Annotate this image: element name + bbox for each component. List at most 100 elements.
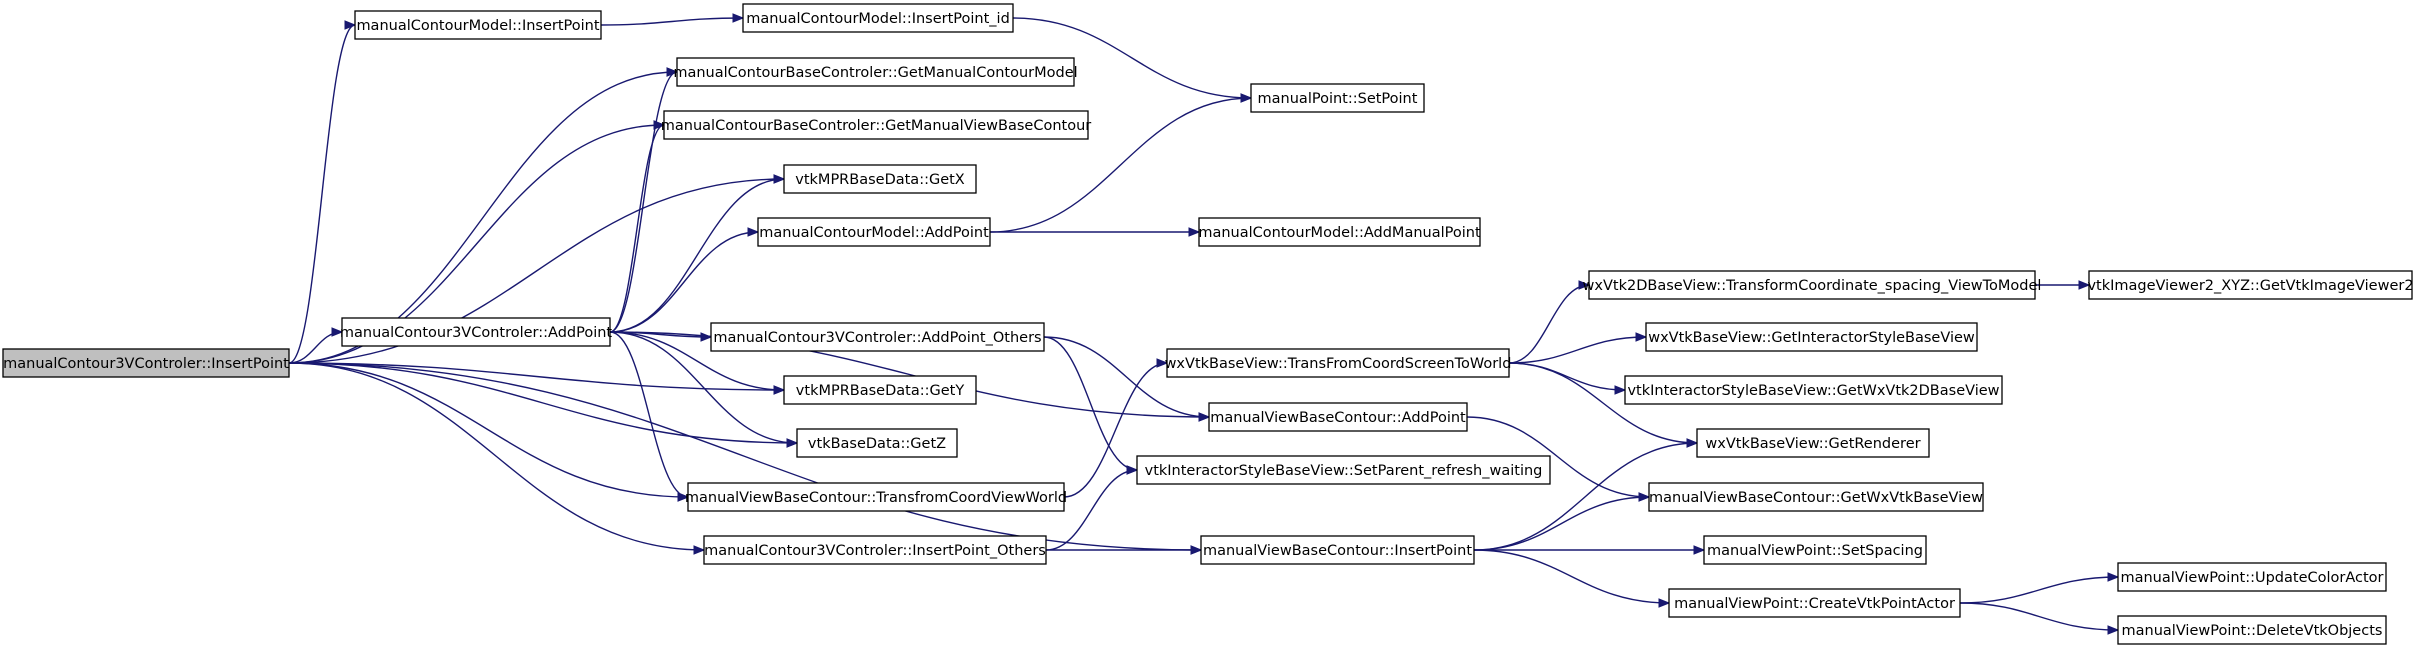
edge-arrowhead [344, 20, 357, 30]
edge-line [288, 178, 785, 364]
node-n24[interactable]: manualViewBaseContour::GetWxVtkBaseView [1648, 482, 1984, 512]
node-box[interactable] [710, 322, 1045, 352]
node-n14[interactable]: manualContour3VControler::InsertPoint_Ot… [703, 535, 1047, 565]
node-n7[interactable]: manualContourModel::AddPoint [757, 217, 991, 247]
edge-line [288, 24, 356, 364]
node-box[interactable] [2117, 615, 2387, 645]
node-n13[interactable]: manualViewBaseContour::TransfromCoordVie… [685, 482, 1067, 512]
node-n28[interactable]: manualViewPoint::DeleteVtkObjects [2117, 615, 2387, 645]
edge-arrowhead [1635, 332, 1648, 342]
node-n17[interactable]: vtkInteractorStyleBaseView::SetParent_re… [1136, 455, 1551, 485]
node-box[interactable] [1703, 535, 1927, 565]
node-n1[interactable]: manualContourModel::InsertPoint [354, 10, 602, 40]
node-box[interactable] [1136, 455, 1551, 485]
node-n21[interactable]: wxVtkBaseView::GetInteractorStyleBaseVie… [1645, 322, 1978, 352]
node-label: vtkMPRBaseData::GetX [795, 172, 965, 188]
edge-arrowhead [666, 67, 679, 77]
edge-arrowhead [2078, 280, 2091, 290]
node-n2[interactable]: manualContourModel::InsertPoint_id [742, 3, 1014, 33]
node-box[interactable] [783, 164, 977, 194]
edge-arrowhead [331, 327, 344, 337]
node-n25[interactable]: manualViewPoint::SetSpacing [1703, 535, 1927, 565]
node-label: vtkInteractorStyleBaseView::SetParent_re… [1145, 463, 1543, 479]
node-box[interactable] [663, 110, 1089, 140]
node-label: manualContourModel::AddPoint [759, 225, 989, 241]
edge-arrowhead [2107, 625, 2120, 635]
node-n8[interactable]: manualContourModel::AddManualPoint [1198, 217, 1481, 247]
node-box[interactable] [1668, 588, 1961, 618]
node-label: manualViewBaseContour::GetWxVtkBaseView [1649, 490, 1983, 506]
node-box[interactable] [687, 482, 1065, 512]
edge-root-to-n18 [288, 362, 1203, 555]
node-box[interactable] [676, 57, 1075, 87]
edge-n14-to-n18 [1045, 545, 1203, 555]
node-n22[interactable]: vtkInteractorStyleBaseView::GetWxVtk2DBa… [1624, 375, 2003, 405]
edge-line [1043, 336, 1210, 418]
node-n26[interactable]: manualViewPoint::CreateVtkPointActor [1668, 588, 1961, 618]
node-box[interactable] [1198, 217, 1481, 247]
edge-arrowhead [1686, 438, 1699, 448]
node-box[interactable] [742, 3, 1014, 33]
edge-line [1466, 416, 1650, 498]
edge-n18-to-n26 [1473, 549, 1671, 608]
node-box[interactable] [757, 217, 991, 247]
edge-arrowhead [1240, 93, 1253, 103]
edge-line [609, 178, 785, 333]
node-n23[interactable]: wxVtkBaseView::GetRenderer [1696, 428, 1930, 458]
edge-n15-to-n19 [1508, 280, 1591, 364]
edge-line [609, 124, 665, 333]
edge-n9-to-n13 [609, 331, 690, 502]
node-n18[interactable]: manualViewBaseContour::InsertPoint [1200, 535, 1475, 565]
edge-n26-to-n27 [1959, 572, 2120, 604]
node-n3[interactable]: manualPoint::SetPoint [1250, 83, 1425, 113]
edge-n9-to-n4 [609, 67, 679, 333]
node-label: manualContourBaseControler::GetManualVie… [661, 118, 1092, 134]
node-box[interactable] [354, 10, 602, 40]
edge-n18-to-n25 [1473, 545, 1706, 555]
edge-arrowhead [1190, 545, 1203, 555]
node-label: manualContourModel::AddManualPoint [1198, 225, 1481, 241]
node-box[interactable] [783, 375, 977, 405]
edge-n7-to-n3 [989, 93, 1253, 233]
node-n5[interactable]: manualContourBaseControler::GetManualVie… [661, 110, 1092, 140]
edge-arrowhead [773, 174, 786, 184]
node-box[interactable] [1624, 375, 2003, 405]
edge-root-to-n1 [288, 20, 357, 364]
node-n19[interactable]: wxVtk2DBaseView::TransformCoordinate_spa… [1583, 270, 2042, 300]
node-n9[interactable]: manualContour3VControler::AddPoint [340, 317, 613, 347]
node-n12[interactable]: vtkBaseData::GetZ [796, 428, 958, 458]
node-box[interactable] [2, 348, 290, 378]
edge-line [1959, 576, 2119, 604]
node-box[interactable] [1166, 348, 1510, 378]
node-n11[interactable]: vtkMPRBaseData::GetY [783, 375, 977, 405]
node-n20[interactable]: vtkImageViewer2_XYZ::GetVtkImageViewer2 [2087, 270, 2414, 300]
node-box[interactable] [703, 535, 1047, 565]
node-box[interactable] [2088, 270, 2413, 300]
node-n10[interactable]: manualContour3VControler::AddPoint_Other… [710, 322, 1045, 352]
node-n4[interactable]: manualContourBaseControler::GetManualCon… [673, 57, 1078, 87]
edge-n9-to-n6 [609, 174, 786, 333]
edge-root-to-n14 [288, 362, 706, 555]
node-box[interactable] [1250, 83, 1425, 113]
edge-line [1473, 496, 1650, 551]
node-box[interactable] [796, 428, 958, 458]
edge-line [288, 362, 705, 551]
node-n6[interactable]: vtkMPRBaseData::GetX [783, 164, 977, 194]
edge-line [1508, 336, 1647, 364]
node-root[interactable]: manualContour3VControler::InsertPoint [2, 348, 290, 378]
edge-line [1508, 284, 1590, 364]
node-box[interactable] [1208, 402, 1468, 432]
node-box[interactable] [341, 317, 611, 347]
node-box[interactable] [1200, 535, 1475, 565]
edge-arrowhead [1658, 598, 1671, 608]
node-n15[interactable]: wxVtkBaseView::TransFromCoordScreenToWor… [1165, 348, 1512, 378]
node-n16[interactable]: manualViewBaseContour::AddPoint [1208, 402, 1468, 432]
edge-arrowhead [1126, 465, 1139, 475]
node-box[interactable] [1696, 428, 1930, 458]
node-box[interactable] [1645, 322, 1978, 352]
node-box[interactable] [2117, 562, 2387, 592]
node-box[interactable] [1648, 482, 1984, 512]
edge-arrowhead [693, 545, 706, 555]
node-box[interactable] [1588, 270, 2036, 300]
node-n27[interactable]: manualViewPoint::UpdateColorActor [2117, 562, 2387, 592]
